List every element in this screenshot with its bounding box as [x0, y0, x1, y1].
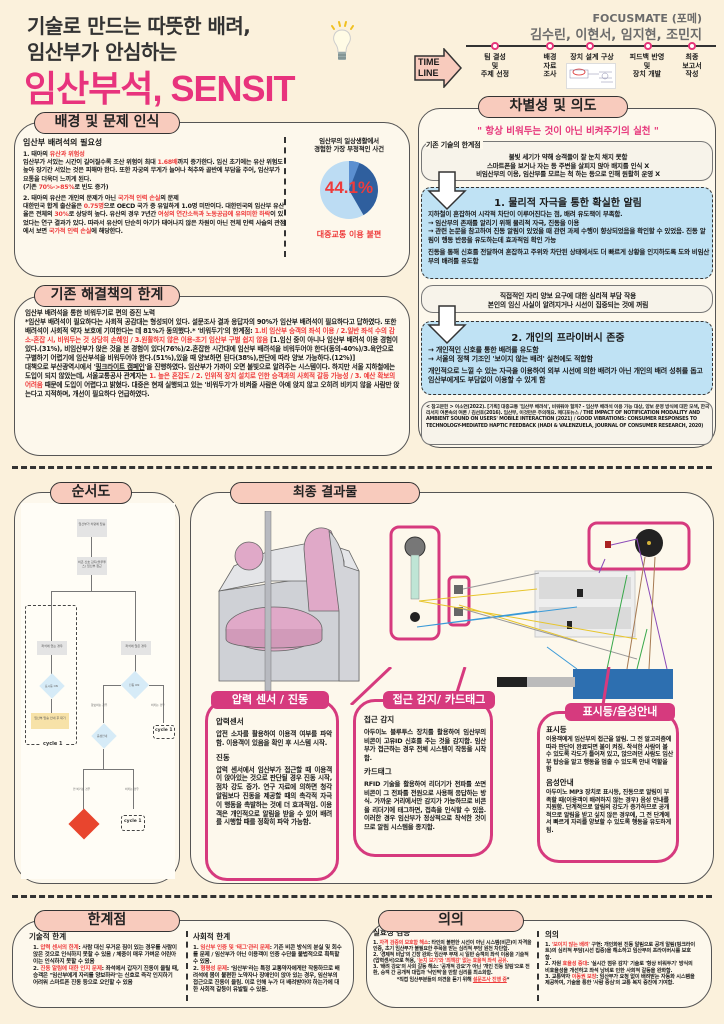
timeline-label-2: LINE: [418, 68, 439, 78]
psychological-burden-box: 직접적인 자리 양보 요구에 대한 심리적 부담 작용 본인의 임신 사실이 알…: [421, 285, 713, 313]
seat-illustration: [209, 510, 369, 692]
approach-card-callout: 접근 감지 아두이노 블루투스 장치를 활용하여 임산부의 비콘이 고유ID 신…: [353, 699, 493, 857]
pie-chart-panel: 임산부의 일상생활에서 경험한 가장 부정적인 사건 44.1% 대중교통 이용…: [291, 137, 407, 240]
chart-caption: 대중교통 이용 불편: [316, 230, 382, 240]
tech-limits: 기술적 한계 1. 압력 센서의 한계: 사람 대신 무거운 짐이 있는 경우를…: [29, 932, 179, 986]
circuit-diagram: [377, 509, 709, 699]
lightbulb-icon: [326, 18, 358, 68]
flow-node: 좌석에 없는 경우: [37, 641, 67, 655]
verification: 실효성 검증 1. 자격 검증의 모호함 해소: 타인의 불편한 시선이 아닌 …: [373, 928, 532, 983]
timeline-label-1: TIME: [418, 57, 440, 67]
timeline-arrow: TIME LINE: [414, 47, 463, 89]
point1-box: 1. 물리적 자극을 통한 확실한 알림 지하철이 혼잡하여 시각적 차단이 이…: [421, 187, 713, 279]
flow-node: 좌석에 앉은 경우: [121, 641, 151, 655]
approach-card-tab: 접근 감지/ 카드태그: [383, 691, 495, 709]
section-title-result: 최종 결과물: [230, 482, 420, 504]
point2-box: 2. 개인의 프라이버시 존중 → 개인적인 신호를 통한 배려를 유도함 → …: [421, 321, 713, 395]
timeline-dot: [546, 42, 554, 50]
chart-title: 경험한 가장 부정적인 사건: [314, 145, 384, 154]
existing-tech-limit-box: 기존 기술의 한계점 불빛 세기가 약해 승객들이 잘 눈치 채지 못함 스마트…: [421, 141, 713, 181]
section-title-flowchart: 순서도: [50, 482, 132, 504]
section-title-background: 배경 및 문제 인식: [34, 112, 180, 134]
section-divider: [12, 466, 712, 469]
flowchart: 임산부가 차량에 탑승 비콘 신호 감지(블루투스) 임산부 접근 좌석에 없는…: [21, 503, 175, 879]
indicator-voice-tab: 표시등/음성안내: [565, 703, 675, 721]
divider: [186, 931, 188, 1001]
team-name: FOCUSMATE (포메): [592, 12, 702, 25]
divider: [537, 931, 539, 1001]
section-title-limitations: 한계점: [34, 910, 180, 932]
background-text: 임산부 배려석의 필요성 1. 태아의 유산과 위험성 임산부가 서있는 시간이…: [23, 138, 286, 235]
section-divider: [12, 895, 712, 898]
title-line-1: 기술로 만드는 따뜻한 배려,: [27, 14, 251, 38]
result-box: 압력 센서 / 진동 압력센서 압전 소자를 활용하여 이용객 여부를 파악함.…: [190, 492, 714, 884]
point2-title: 2. 개인의 프라이버시 존중: [511, 333, 625, 344]
social-limits: 사회적 한계 1. 임산부 인증 및 '태그'관리 문제: 기존 비콘 방식의 …: [193, 932, 342, 993]
pressure-vibration-callout: 압력센서 압전 소자를 활용하여 이용객 여부를 파악함. 이용객이 있음을 확…: [205, 699, 339, 881]
flowchart-box: 임산부가 차량에 탑승 비콘 신호 감지(블루투스) 임산부 접근 좌석에 없는…: [14, 492, 180, 884]
down-arrow-icon: [427, 305, 467, 345]
section-title-differentiation: 차별성 및 의도: [478, 96, 628, 118]
design-sketch-thumbnail: [566, 63, 616, 89]
significance-box: 실효성 검증 1. 자격 검증의 모호함 해소: 타인의 불편한 시선이 아닌 …: [366, 920, 712, 1008]
pie-chart: 44.1%: [318, 159, 380, 221]
existing-limits-text: 임산부 배려석을 통한 비워두기로 편의 증진 노력 *임산부 배려석이 필요하…: [25, 309, 400, 398]
pressure-vibration-tab: 압력 센서 / 진동: [211, 691, 329, 709]
divider: [284, 137, 286, 257]
timeline-dot: [586, 42, 594, 50]
team-members: 김수린, 이현서, 임지현, 조민지: [530, 28, 702, 43]
limitations-box: 기술적 한계 1. 압력 센서의 한계: 사람 대신 무거운 짐이 있는 경우를…: [12, 920, 354, 1008]
existing-limits-box: 임산부 배려석을 통한 비워두기로 편의 증진 노력 *임산부 배려석이 필요하…: [14, 296, 410, 456]
timeline-step-3: 장치 설계 구상: [570, 53, 614, 61]
flow-decision-voice: [68, 808, 100, 840]
meaning: 의의 1. '보이지 않는 배려' 구현: 개인화된 진동 알림으로 공개 알림…: [545, 930, 695, 987]
title-line-2: 임산부가 안심하는: [27, 40, 177, 64]
flow-node: 임산부 탑승 안내 후 대기: [31, 713, 69, 729]
timeline-dot: [491, 42, 499, 50]
down-arrow-icon: [427, 171, 467, 211]
cycle-label: cycle 1: [41, 741, 65, 747]
references-box: < 참고문헌 > 이소연(2022). [기획] 대중교통 '임산부 배려석',…: [421, 401, 713, 445]
flow-node: 비콘 신호 감지(블루투스) 임산부 접근: [77, 557, 107, 575]
timeline-dot: [644, 42, 652, 50]
chart-value: 44.1%: [324, 178, 374, 198]
differentiation-box: " 항상 비워두는 것이 아닌 비켜주기의 실천 " 기존 기술의 한계점 불빛…: [418, 108, 716, 448]
cycle-ref: [153, 725, 175, 739]
section-title-significance: 의의: [378, 910, 524, 932]
section-title-existing-limits: 기존 해결책의 한계: [34, 285, 180, 307]
cycle-ref: [121, 815, 145, 831]
flow-node: 임산부가 차량에 탑승: [77, 519, 107, 537]
slogan: " 항상 비워두는 것이 아닌 비켜주기의 실천 ": [477, 126, 659, 137]
background-box: 임산부 배려석의 필요성 1. 태아의 유산과 위험성 임산부가 서있는 시간이…: [14, 122, 410, 277]
chart-title: 임산부의 일상생활에서: [319, 137, 379, 145]
main-title: 임산부석, SENSIT: [24, 68, 296, 109]
indicator-voice-callout: 표시등 이용객에게 임산부의 접근을 알림. 그 전 알고리즘에 따라 판단이 …: [537, 711, 679, 863]
timeline-dot: [688, 42, 696, 50]
point1-title: 1. 물리적 자극을 통한 확실한 알림: [494, 198, 642, 209]
